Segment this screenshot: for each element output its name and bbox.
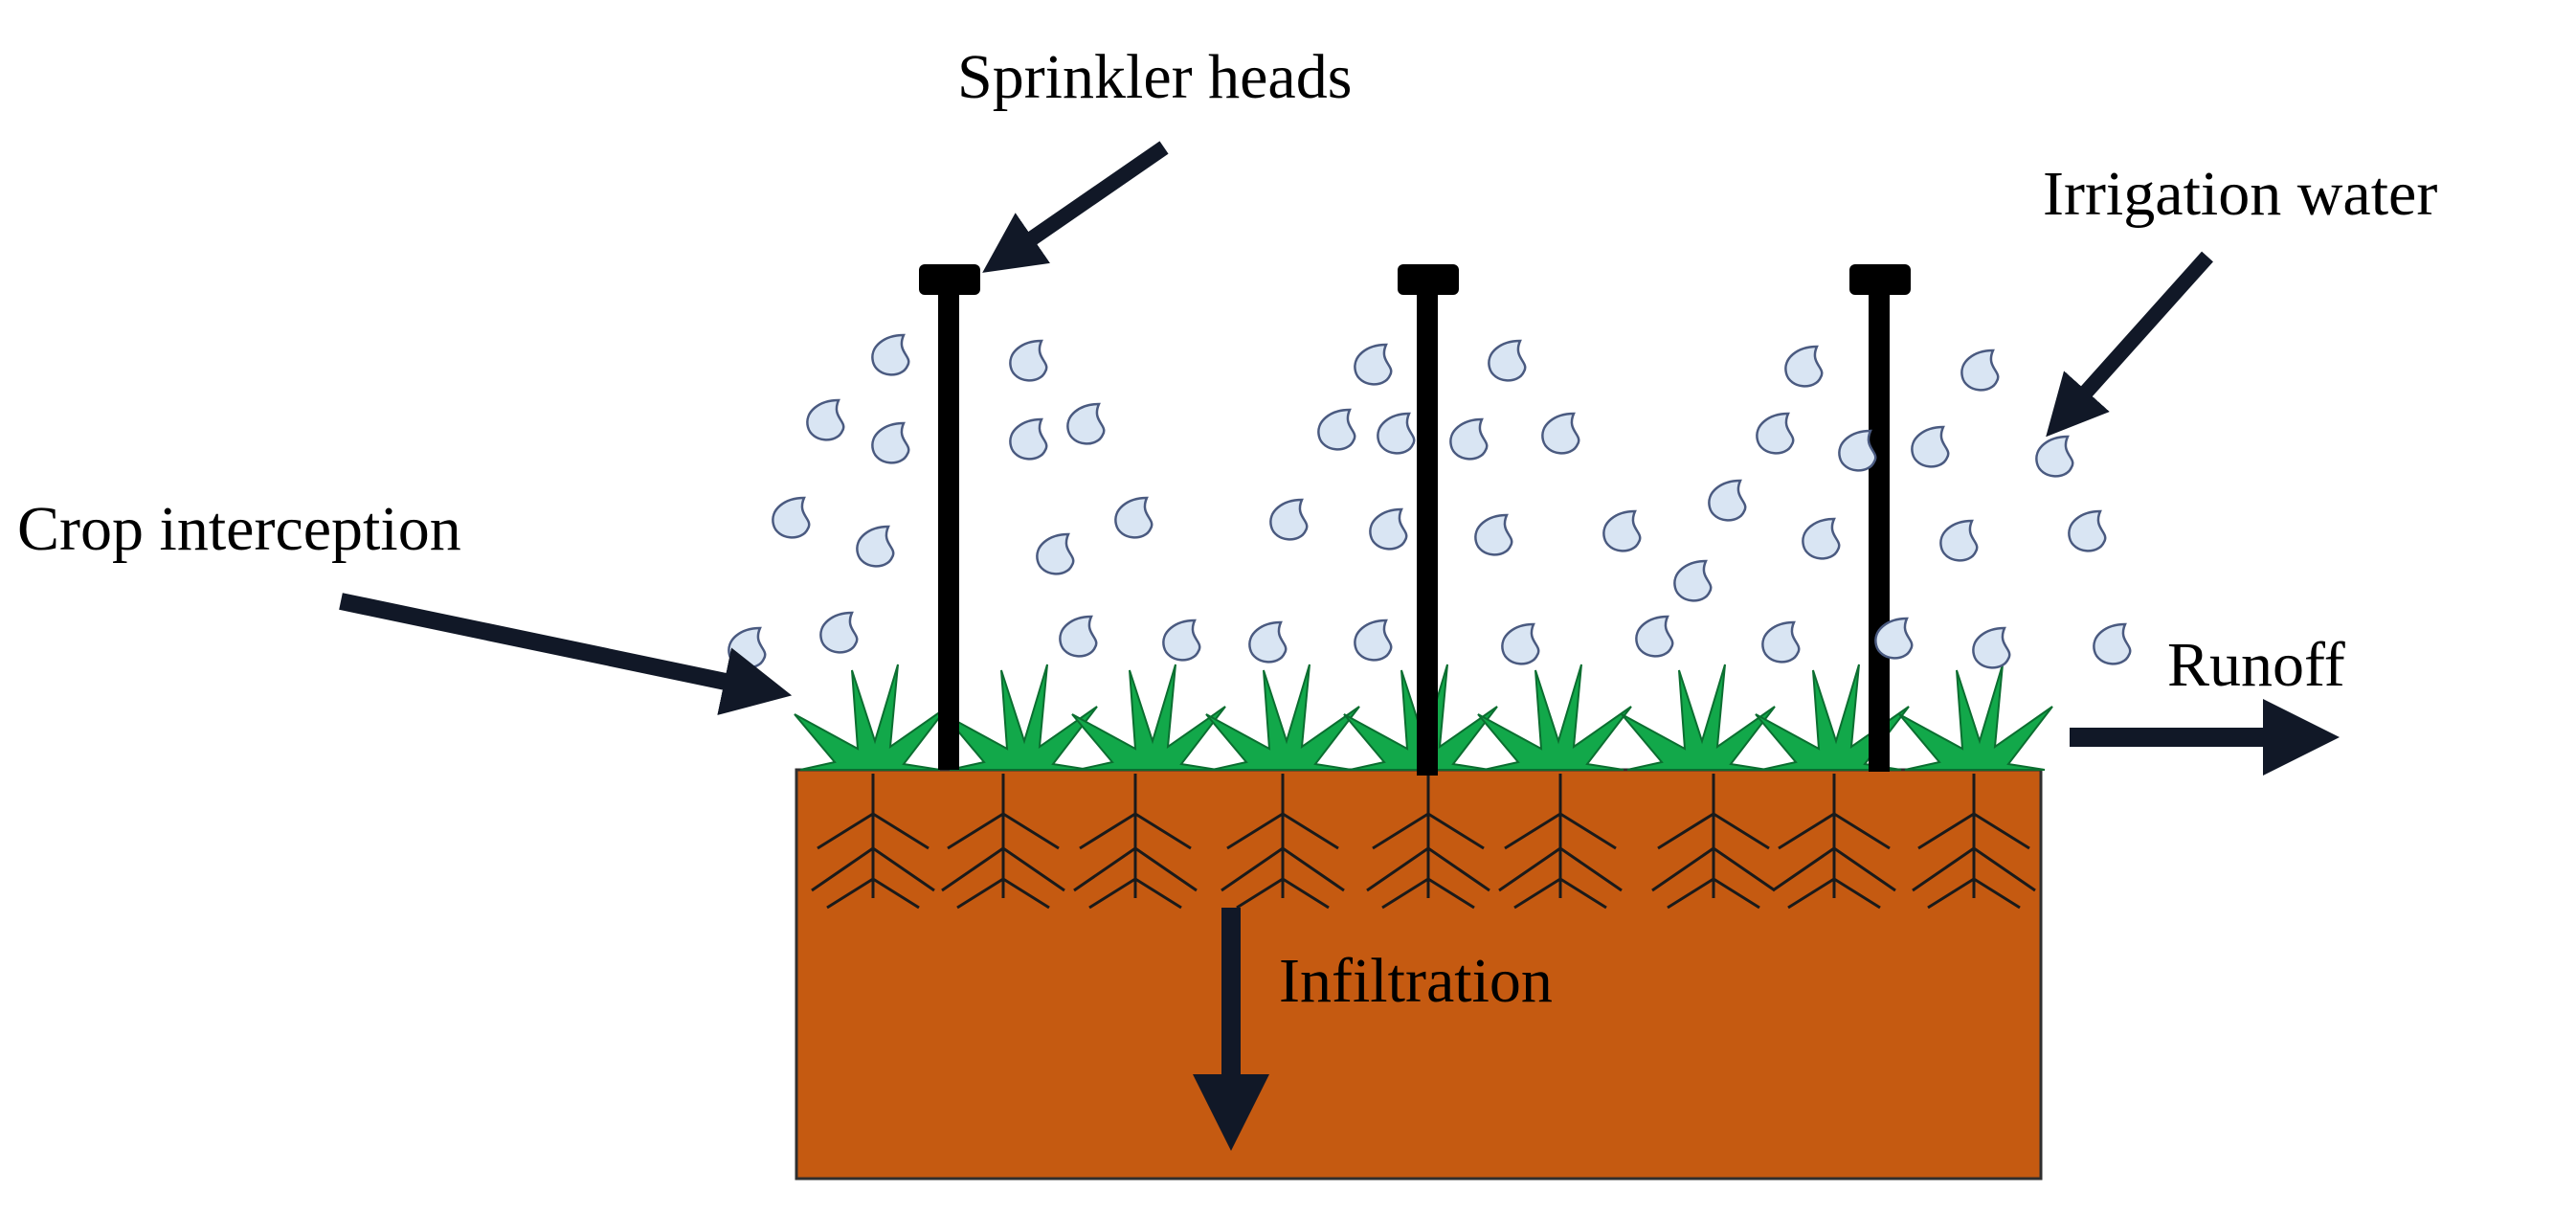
water-droplet-icon	[1673, 559, 1713, 602]
water-droplet-icon	[1960, 349, 2000, 392]
crop-plant-icon	[794, 664, 949, 771]
water-droplet-icon	[1248, 620, 1288, 664]
water-droplet-icon	[806, 398, 845, 441]
crop-interception-label: Crop interception	[17, 494, 461, 564]
water-droplet-icon	[1162, 619, 1201, 662]
crop-plant-icon	[1071, 664, 1226, 771]
water-droplet-icon	[1369, 507, 1408, 551]
sprinkler-2	[1398, 264, 1459, 776]
water-droplet-icon	[1354, 343, 1393, 386]
infiltration-label: Infiltration	[1279, 946, 1553, 1016]
sprinkler-3	[1849, 264, 1911, 772]
irrigation-water-arrow	[2046, 251, 2213, 438]
water-droplet-icon	[1784, 345, 1824, 388]
water-droplet-icon	[1009, 339, 1048, 382]
water-droplet-icon	[1708, 479, 1747, 522]
water-droplet-icon	[2035, 435, 2074, 478]
water-droplet-icon	[1009, 417, 1048, 461]
water-droplet-icon	[1939, 519, 1979, 562]
water-droplet-icon	[819, 611, 859, 654]
crop-interception-arrow	[339, 593, 793, 715]
water-droplet-icon	[1541, 412, 1580, 455]
sprinkler-head-icon	[919, 264, 980, 295]
sprinkler-pole	[938, 283, 959, 770]
root-system-icon	[811, 774, 935, 910]
water-droplet-icon	[1474, 513, 1513, 556]
root-system-icon	[1912, 774, 2036, 910]
root-system-icon	[1651, 774, 1776, 910]
irrigation-water-droplets	[728, 333, 2132, 669]
water-droplet-icon	[2093, 622, 2132, 665]
water-droplet-icon	[1269, 498, 1309, 541]
crop-plant-icon	[1343, 664, 1498, 771]
water-droplet-icon	[871, 333, 910, 376]
water-droplet-icon	[1317, 408, 1356, 451]
irrigation-water-label: Irrigation water	[2043, 159, 2437, 229]
crop-plant-icon	[1621, 664, 1776, 771]
water-droplet-icon	[2068, 509, 2107, 552]
sprinkler-1	[919, 264, 980, 770]
sprinkler-pole	[1417, 283, 1438, 776]
water-droplet-icon	[1354, 619, 1393, 662]
water-droplet-icon	[1066, 402, 1106, 445]
water-droplet-icon	[856, 525, 895, 568]
water-droplet-icon	[1501, 622, 1540, 665]
water-droplet-icon	[1449, 417, 1489, 461]
sprinkler-heads-arrow	[982, 141, 1169, 273]
sprinkler-head-icon	[1398, 264, 1459, 295]
water-droplet-icon	[1972, 626, 2011, 669]
root-system-icon	[941, 774, 1065, 910]
water-droplet-icon	[1602, 509, 1642, 552]
crop-plant-icon	[1205, 664, 1360, 771]
water-droplet-icon	[871, 421, 910, 464]
water-droplet-icon	[1488, 339, 1527, 382]
root-system-icon	[1221, 774, 1345, 910]
root-system-icon	[1073, 774, 1198, 910]
crop-plant-icon	[1477, 664, 1632, 771]
water-droplet-icon	[1838, 429, 1877, 472]
root-system-icon	[1366, 774, 1490, 910]
root-system	[811, 774, 2036, 910]
water-droplet-icon	[1756, 412, 1795, 455]
water-droplet-icon	[1802, 517, 1841, 560]
root-system-icon	[1498, 774, 1623, 910]
water-droplet-icon	[1059, 615, 1098, 658]
water-droplet-icon	[728, 626, 767, 669]
sprinkler-pole	[1869, 283, 1890, 772]
water-droplet-icon	[1377, 412, 1416, 455]
sprinkler-heads-label: Sprinkler heads	[957, 42, 1352, 112]
root-system-icon	[1772, 774, 1896, 910]
water-droplet-icon	[1036, 532, 1075, 575]
water-droplet-icon	[1874, 617, 1914, 660]
sprinkler-head-icon	[1849, 264, 1911, 295]
crop-row	[794, 664, 2053, 771]
runoff-label: Runoff	[2167, 630, 2345, 700]
water-droplet-icon	[1114, 496, 1154, 539]
water-droplet-icon	[1911, 425, 1950, 468]
water-droplet-icon	[1761, 620, 1801, 664]
water-droplet-icon	[1635, 615, 1674, 658]
water-droplet-icon	[772, 496, 811, 539]
crop-plant-icon	[1898, 664, 2053, 771]
